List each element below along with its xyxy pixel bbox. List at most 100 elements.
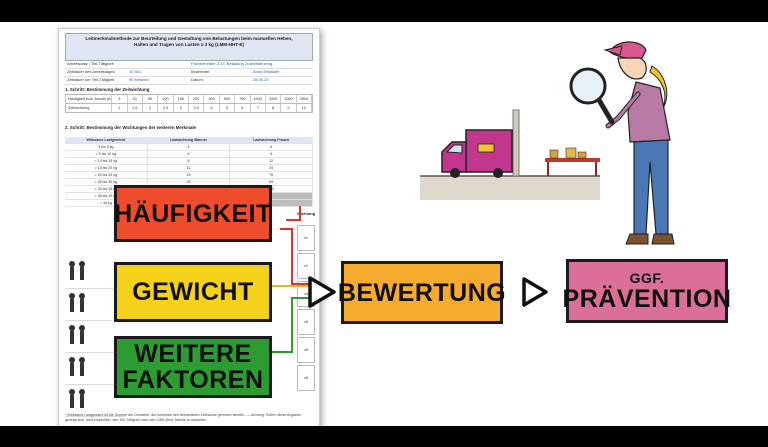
haeufigkeit-label: HÄUFIGKEIT bbox=[114, 185, 272, 242]
posture-figure-column bbox=[65, 257, 125, 417]
table-cell: 15 bbox=[148, 172, 231, 178]
table-cell: 75 bbox=[230, 172, 314, 178]
praevention-label: GGF. PRÄVENTION bbox=[563, 259, 731, 323]
wichtung-value: x1 bbox=[297, 225, 315, 251]
truck-icon bbox=[441, 129, 513, 178]
table-cell: 85 bbox=[230, 179, 314, 185]
worker-figure-icon bbox=[69, 324, 75, 344]
wichtung-value: x1 bbox=[297, 253, 315, 279]
meta-row: Zeitdauer der Teil-Tätigkeit 90 Minuten … bbox=[65, 77, 313, 85]
table-cell: 300 bbox=[204, 95, 220, 103]
worker-figure-icon bbox=[79, 292, 85, 312]
table-cell: 1500 bbox=[266, 95, 282, 103]
table-cell: 2500 bbox=[297, 95, 312, 103]
table-cell: > 20 bis 25 kg bbox=[65, 172, 148, 178]
connector-red-line bbox=[286, 206, 301, 221]
table-cell: Häufigkeit bzw. Anzahl pro Teil-Tätigkei… bbox=[68, 95, 113, 103]
arrow-right-icon bbox=[308, 276, 336, 308]
table-cell: 500 bbox=[220, 95, 236, 103]
illustration bbox=[272, 41, 675, 353]
table-cell: 9 bbox=[230, 151, 314, 157]
meta-row: Zeitdauer des Arbeitstages 10 Std. Bearb… bbox=[65, 69, 313, 77]
table-cell: 9 bbox=[281, 104, 297, 112]
worker-figure-icon bbox=[79, 260, 85, 280]
wichtung-value: x5 bbox=[297, 365, 315, 391]
table-cell: > 5 bis 10 kg bbox=[65, 151, 148, 157]
magnifier-icon bbox=[569, 67, 615, 125]
document-meta: Arbeitsplatz / Teil-Tätigkeit Fachbetrei… bbox=[65, 61, 313, 85]
table-cell: 1,5 bbox=[128, 104, 143, 112]
frequency-header-row: Häufigkeit bzw. Anzahl pro Teil-Tätigkei… bbox=[65, 94, 313, 104]
table-cell: 3 bbox=[174, 104, 189, 112]
table-cell: 8 bbox=[148, 158, 231, 164]
table-cell: 4 bbox=[148, 144, 231, 150]
wichtung-value: x5 bbox=[297, 309, 315, 335]
table-cell: 25 bbox=[148, 179, 231, 185]
frequency-table: Häufigkeit bzw. Anzahl pro Teil-Tätigkei… bbox=[65, 94, 313, 113]
table-cell: Zeitwichtung bbox=[66, 104, 113, 112]
table-header-cell: Wirksame Lastgewicht bbox=[65, 137, 148, 143]
table-cell: 2 bbox=[143, 104, 159, 112]
woman-figure-icon bbox=[603, 41, 675, 245]
table-cell: 2,5 bbox=[158, 104, 174, 112]
table-cell: 25 bbox=[230, 165, 314, 171]
gewicht-label: GEWICHT bbox=[114, 262, 272, 322]
loading-dock bbox=[420, 109, 600, 200]
table-cell: 3 bis 5 kg bbox=[65, 144, 148, 150]
posture-row bbox=[65, 257, 125, 289]
worker-figure-icon bbox=[69, 260, 75, 280]
connector-red-line bbox=[280, 228, 312, 285]
table-cell: 100 bbox=[158, 95, 174, 103]
table-cell: 750 bbox=[235, 95, 251, 103]
worker-figure-icon bbox=[79, 388, 85, 408]
table-cell: 6 bbox=[148, 151, 231, 157]
wichtung-value: x5 bbox=[297, 337, 315, 363]
table-cell: > 25 bis 30 kg bbox=[65, 179, 148, 185]
posture-row bbox=[65, 353, 125, 385]
table-cell: 12 bbox=[230, 158, 314, 164]
table-cell: 150 bbox=[174, 95, 189, 103]
worker-figure-icon bbox=[79, 356, 85, 376]
table-cell: 5 bbox=[220, 104, 236, 112]
worker-figure-icon bbox=[69, 388, 75, 408]
table-cell: 50 bbox=[143, 95, 159, 103]
table-cell: 2000 bbox=[281, 95, 297, 103]
posture-row bbox=[65, 289, 125, 321]
posture-row bbox=[65, 385, 125, 417]
table-cell: 220 bbox=[189, 95, 205, 103]
wichtung-label: Wichtung bbox=[297, 211, 316, 216]
table-cell: > 15 bis 20 kg bbox=[65, 165, 148, 171]
connector-green-line bbox=[272, 297, 312, 353]
weitere-faktoren-label: WEITERE FAKTOREN bbox=[114, 336, 272, 398]
document-footnote: * Wirksame Lastgewicht ist die Summe der… bbox=[65, 413, 302, 422]
bewertung-label: BEWERTUNG bbox=[338, 261, 506, 324]
table-cell: 5 bbox=[112, 95, 128, 103]
table-cell: 8 bbox=[266, 104, 282, 112]
table-cell: 4 bbox=[204, 104, 220, 112]
worker-figure-icon bbox=[79, 324, 85, 344]
table-cell: 6 bbox=[230, 144, 314, 150]
table-cell: 10 bbox=[297, 104, 312, 112]
table-header-cell: Lastwichtung Männer bbox=[147, 137, 231, 143]
table-cell: > 10 bis 15 kg bbox=[65, 158, 148, 164]
section-2-heading: 2. Schritt: Bestimmung der Wichtungen de… bbox=[65, 125, 196, 130]
table-cell: 6 bbox=[235, 104, 251, 112]
meta-row: Arbeitsplatz / Teil-Tätigkeit Fachbetrei… bbox=[65, 61, 313, 69]
section-1-heading: 1. Schritt: Bestimmung der Zeitwichtung bbox=[65, 87, 150, 92]
stage: Leitmerkmalmethode zur Beurteilung und G… bbox=[0, 22, 768, 426]
table-cell: 3,5 bbox=[189, 104, 205, 112]
document-title: Leitmerkmalmethode zur Beurteilung und G… bbox=[65, 33, 313, 61]
table-header-cell: Lastwichtung Frauen bbox=[230, 137, 314, 143]
posture-row bbox=[65, 321, 125, 353]
table-cell: 1000 bbox=[251, 95, 266, 103]
table-cell: 1 bbox=[112, 104, 128, 112]
arrow-right-icon bbox=[522, 277, 548, 307]
